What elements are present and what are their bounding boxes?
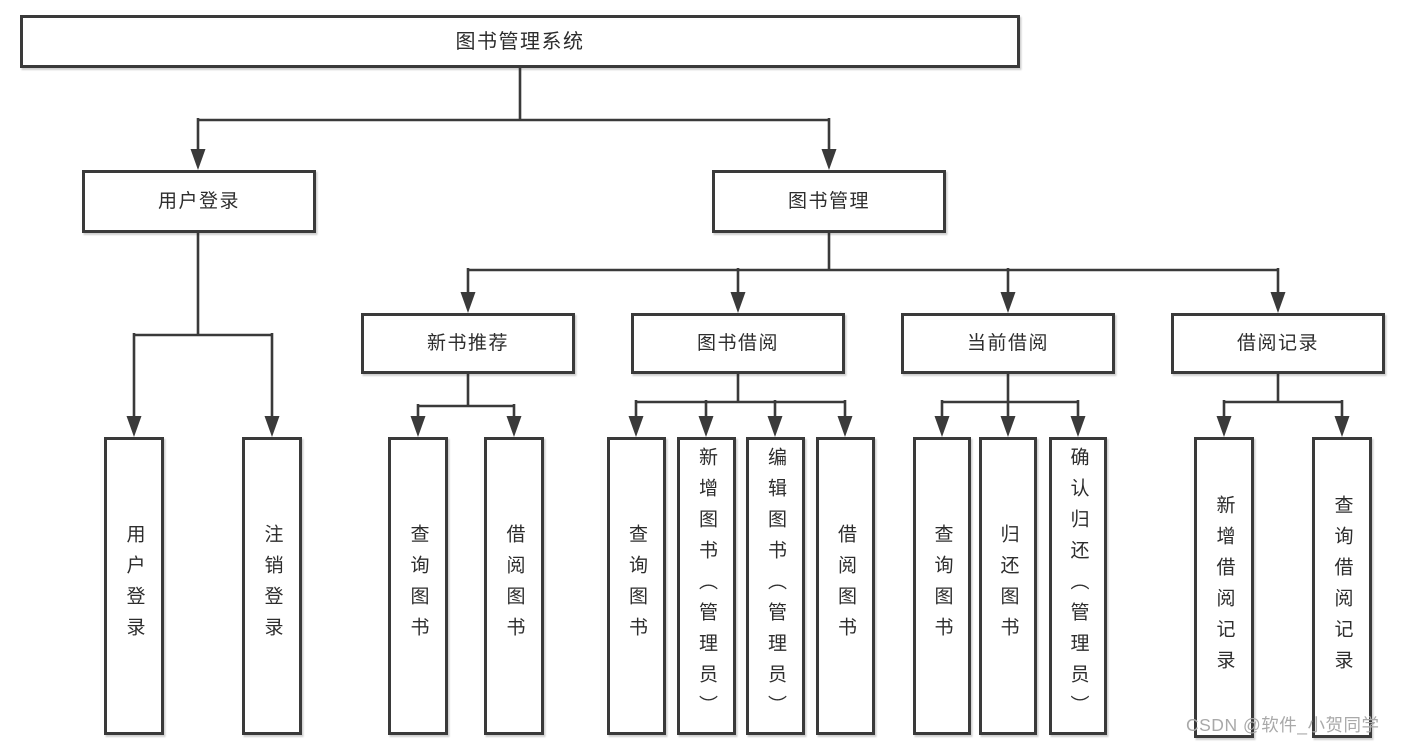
node-book-borrowing: 图书借阅 bbox=[631, 313, 845, 374]
leaf-logout-label: 注销登录 bbox=[261, 524, 283, 648]
leaf-confirm-return-admin-label: 确认归还（管理员） bbox=[1067, 446, 1089, 726]
leaf-borrow-books-borrowing-label: 借阅图书 bbox=[835, 524, 856, 648]
node-new-book-recommend: 新书推荐 bbox=[361, 313, 575, 374]
leaf-borrow-books-borrowing: 借阅图书 bbox=[816, 437, 875, 735]
leaf-query-books-borrowing-label: 查询图书 bbox=[626, 524, 647, 648]
node-current-borrowing: 当前借阅 bbox=[901, 313, 1115, 374]
node-book-management: 图书管理 bbox=[712, 170, 946, 233]
leaf-query-books-recommend: 查询图书 bbox=[388, 437, 448, 735]
leaf-query-borrow-record-label: 查询借阅记录 bbox=[1331, 494, 1353, 681]
leaf-borrow-books-recommend-label: 借阅图书 bbox=[503, 524, 525, 648]
node-current-borrowing-label: 当前借阅 bbox=[966, 333, 1049, 354]
leaf-confirm-return-admin: 确认归还（管理员） bbox=[1049, 437, 1107, 735]
leaf-add-book-admin: 新增图书（管理员） bbox=[677, 437, 736, 735]
leaf-return-book: 归还图书 bbox=[979, 437, 1037, 735]
node-borrowing-records: 借阅记录 bbox=[1171, 313, 1385, 374]
node-user-login: 用户登录 bbox=[82, 170, 316, 233]
leaf-return-book-label: 归还图书 bbox=[997, 524, 1019, 648]
leaf-user-login: 用户登录 bbox=[104, 437, 164, 735]
leaf-edit-book-admin-label: 编辑图书（管理员） bbox=[765, 446, 786, 726]
leaf-borrow-books-recommend: 借阅图书 bbox=[484, 437, 544, 735]
node-book-borrowing-label: 图书借阅 bbox=[696, 333, 779, 354]
leaf-query-books-current-label: 查询图书 bbox=[931, 524, 953, 648]
leaf-logout: 注销登录 bbox=[242, 437, 302, 735]
leaf-query-borrow-record: 查询借阅记录 bbox=[1312, 437, 1372, 738]
csdn-watermark: CSDN @软件_小贺同学 bbox=[1186, 715, 1380, 735]
node-library-management-system: 图书管理系统 bbox=[20, 15, 1020, 68]
leaf-add-book-admin-label: 新增图书（管理员） bbox=[696, 446, 717, 726]
node-new-book-recommend-label: 新书推荐 bbox=[426, 333, 509, 354]
node-borrowing-records-label: 借阅记录 bbox=[1236, 333, 1319, 354]
node-library-management-system-label: 图书管理系统 bbox=[455, 30, 585, 53]
leaf-user-login-label: 用户登录 bbox=[123, 524, 145, 648]
leaf-edit-book-admin: 编辑图书（管理员） bbox=[746, 437, 805, 735]
leaf-query-books-current: 查询图书 bbox=[913, 437, 971, 735]
leaf-add-borrow-record-label: 新增借阅记录 bbox=[1213, 494, 1235, 681]
leaf-add-borrow-record: 新增借阅记录 bbox=[1194, 437, 1254, 738]
node-user-login-label: 用户登录 bbox=[157, 191, 240, 212]
leaf-query-books-borrowing: 查询图书 bbox=[607, 437, 666, 735]
leaf-query-books-recommend-label: 查询图书 bbox=[407, 524, 429, 648]
node-book-management-label: 图书管理 bbox=[787, 191, 870, 212]
